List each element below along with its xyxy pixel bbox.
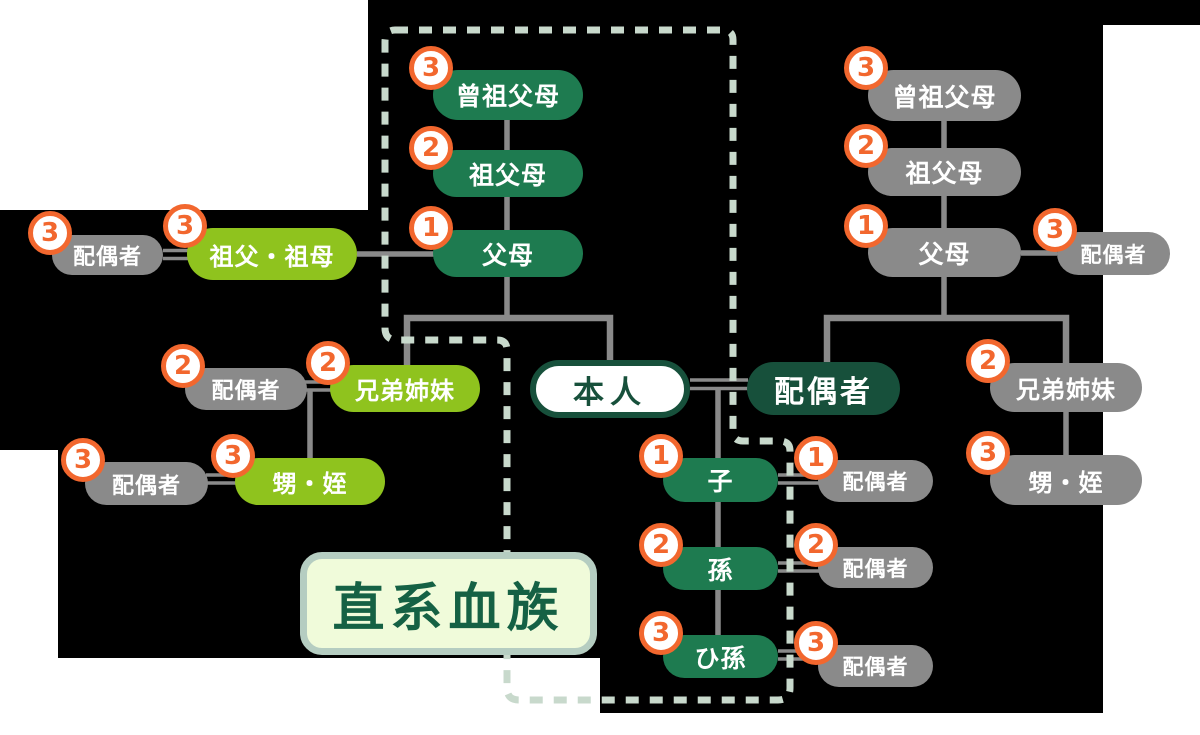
- pill-label: 甥・姪: [272, 470, 348, 498]
- white-patch-bottom-right: [600, 713, 1200, 735]
- degree-badge: 3: [1033, 208, 1077, 252]
- degree-badge: 3: [844, 46, 888, 90]
- degree-badge: 2: [639, 523, 683, 567]
- pill-label: 本人: [573, 374, 647, 411]
- degree-badge: 3: [639, 611, 683, 655]
- degree-badge: 2: [844, 124, 888, 168]
- degree-badge: 3: [409, 46, 453, 90]
- degree-badge: 1: [794, 436, 838, 480]
- pill-label: 曾祖父母: [892, 82, 997, 112]
- degree-badge: 2: [161, 344, 205, 388]
- degree-badge: 3: [211, 434, 255, 478]
- degree-badge: 3: [794, 621, 838, 665]
- pill-label: 孫: [707, 555, 734, 585]
- legend-direct-bloodline: 直系血族: [300, 552, 597, 655]
- degree-badge: 2: [306, 341, 350, 385]
- pill-label: 配偶者: [1080, 242, 1147, 267]
- pill-spouse-family-nephew-niece: 甥・姪 3: [966, 431, 1142, 505]
- pill-self: 本人: [530, 360, 690, 418]
- degree-badge: 2: [794, 523, 838, 567]
- pill-label: ひ孫: [694, 643, 747, 673]
- pill-label: 兄弟姉妹: [355, 377, 455, 405]
- degree-badge: 1: [844, 204, 888, 248]
- degree-badge: 3: [163, 204, 207, 248]
- pill-label: 配偶者: [774, 374, 873, 410]
- pill-label: 配偶者: [111, 473, 181, 499]
- pill-label: 父母: [918, 239, 971, 269]
- pill-parents: 父母 1: [409, 206, 583, 277]
- pill-label: 子: [707, 467, 734, 496]
- pill-spouse-family-parents: 父母 1: [844, 204, 1021, 277]
- pill-label: 配偶者: [842, 655, 909, 679]
- degree-badge: 3: [28, 211, 72, 255]
- degree-badge: 1: [639, 434, 683, 478]
- pill-label: 配偶者: [842, 470, 909, 494]
- pill-label: 配偶者: [211, 379, 281, 404]
- pill-great-grandchild: ひ孫 3: [639, 611, 778, 678]
- pill-label: 兄弟姉妹: [1016, 376, 1116, 404]
- pill-label: 甥・姪: [1028, 468, 1104, 497]
- pill-label: 祖父母: [905, 159, 984, 188]
- pill-label: 配偶者: [72, 245, 142, 270]
- degree-badge: 2: [966, 339, 1010, 383]
- degree-badge: 3: [966, 431, 1010, 475]
- pill-label: 曾祖父母: [455, 82, 560, 111]
- pill-grandparents: 祖父母 2: [409, 126, 583, 197]
- degree-badge: 1: [409, 206, 453, 250]
- degree-badge: 3: [61, 438, 105, 482]
- pill-label: 祖父母: [468, 160, 547, 190]
- pill-label: 父母: [481, 240, 534, 270]
- pill-nephew-niece: 甥・姪 3: [211, 434, 385, 505]
- pill-spouse: 配偶者: [747, 362, 900, 415]
- direct-bloodline-dashed-border: [381, 26, 794, 704]
- descent-lines: [307, 119, 1070, 637]
- degree-badge: 2: [409, 126, 453, 170]
- white-patch-bottom-left: [0, 658, 600, 735]
- pill-label: 配偶者: [842, 556, 909, 581]
- white-patch-top-left: [0, 0, 368, 210]
- pill-label: 祖父・祖母: [209, 242, 335, 271]
- pill-spouse-family-grandparents: 祖父母 2: [844, 124, 1021, 196]
